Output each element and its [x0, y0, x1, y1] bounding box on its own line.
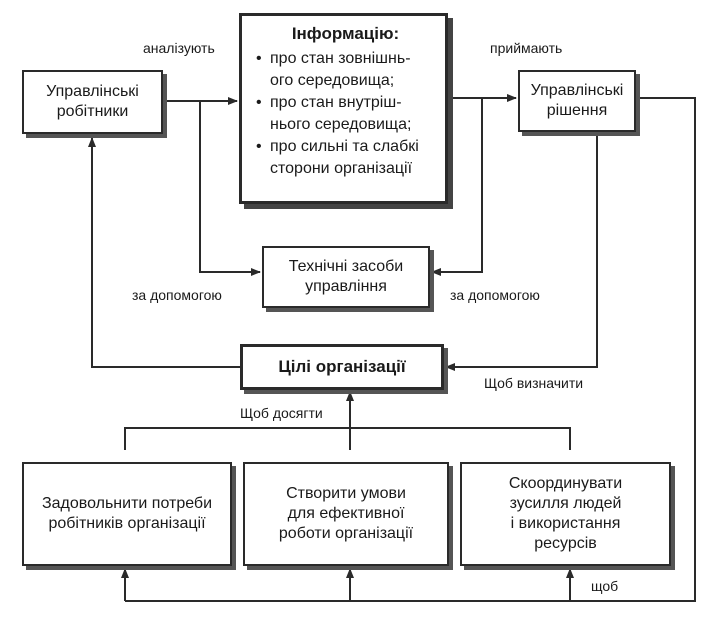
information-item: про стан внутріш- нього середовища;: [256, 92, 435, 136]
label-with-help-right: за допомогою: [450, 287, 540, 303]
bus-bottom-tasks: [124, 427, 571, 450]
tools-label: Технічні засоби управління: [288, 258, 404, 295]
information-list: про стан зовнішнь- ого середовища; про с…: [256, 48, 435, 180]
needs-box: Задовольнити потреби робітників організа…: [22, 462, 232, 566]
decisions-box: Управлінські рішення: [518, 70, 636, 132]
loop-decisions-bottom: [125, 97, 696, 602]
label-so-that: щоб: [591, 578, 619, 594]
conditions-box: Створити умови для ефективної роботи орг…: [243, 462, 449, 566]
label-with-help-left: за допомогою: [132, 287, 222, 303]
coordinate-label: Скоординувати зусилля людей і використан…: [508, 475, 623, 552]
arrow-decisions-to-goals: [445, 132, 598, 371]
goals-label: Цілі організації: [278, 357, 406, 376]
decisions-label: Управлінські рішення: [530, 82, 624, 119]
label-accept: приймають: [490, 40, 563, 56]
label-analyze: аналізують: [143, 40, 215, 56]
label-to-achieve: Щоб досягти: [240, 405, 323, 421]
goals-box: Цілі організації: [240, 344, 444, 390]
information-item: про стан зовнішнь- ого середовища;: [256, 48, 435, 92]
tools-box: Технічні засоби управління: [262, 246, 430, 308]
arrow-left-to-tools: [199, 101, 261, 276]
conditions-label: Створити умови для ефективної роботи орг…: [278, 485, 414, 542]
information-box: Інформацію: про стан зовнішнь- ого серед…: [239, 13, 448, 204]
arrow-right-to-tools: [431, 98, 483, 276]
managers-label: Управлінські робітники: [46, 83, 139, 120]
needs-label: Задовольнити потреби робітників організа…: [41, 495, 213, 532]
label-to-determine: Щоб визначити: [484, 375, 584, 391]
coordinate-box: Скоординувати зусилля людей і використан…: [460, 462, 671, 566]
arrow-goals-to-managers: [88, 137, 240, 368]
information-item: про сильні та слабкі сторони організації: [256, 136, 435, 180]
information-title: Інформацію:: [291, 24, 400, 43]
managers-box: Управлінські робітники: [22, 70, 163, 134]
